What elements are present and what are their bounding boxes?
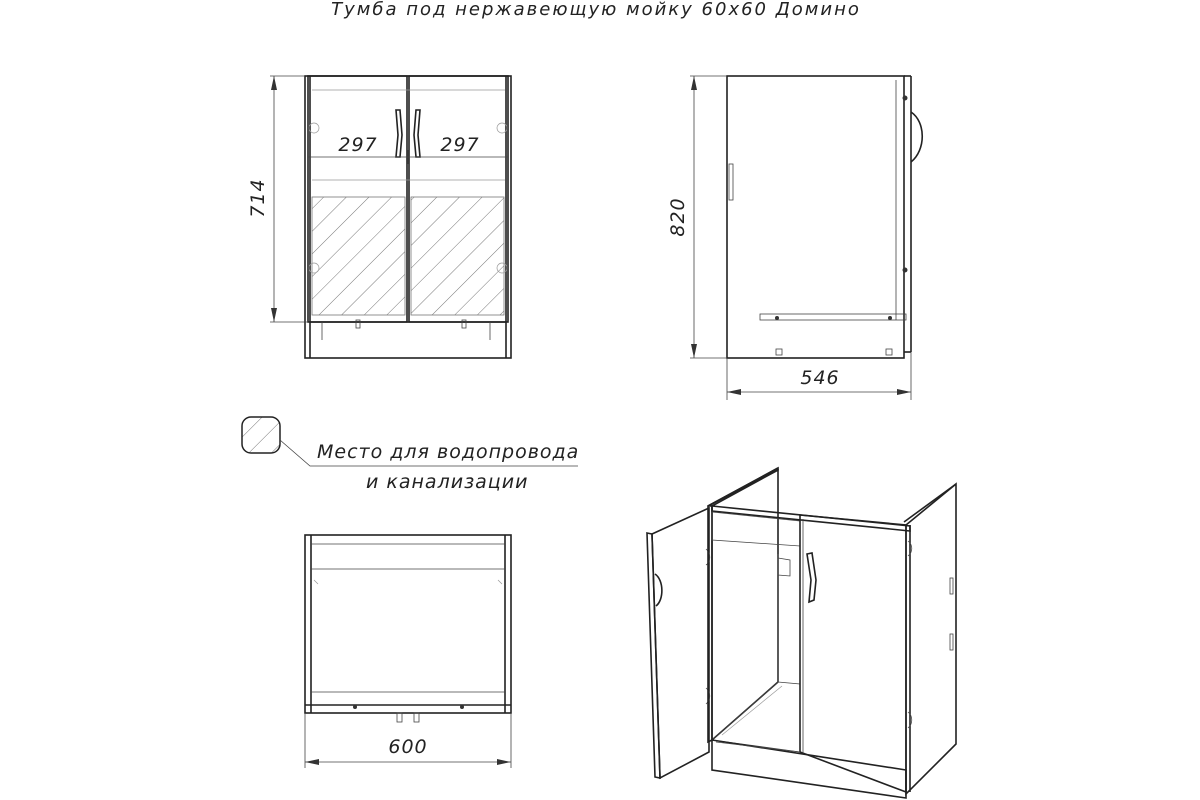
isometric-view	[646, 466, 957, 799]
dim-width: 600	[388, 736, 427, 758]
iso-handle	[806, 552, 817, 604]
iso-plinth	[711, 739, 907, 799]
front-view: 297 297 714	[247, 75, 512, 359]
dim-door-left: 297	[338, 134, 377, 156]
dim-side-height: 820	[667, 197, 689, 236]
legend-leader-line	[279, 439, 578, 467]
left-handle	[395, 109, 403, 158]
legend: Место для водопровода и канализации	[241, 416, 579, 493]
iso-right-door	[799, 514, 907, 794]
side-panel	[726, 75, 905, 359]
legend-line-1: Место для водопровода	[317, 441, 579, 463]
legend-line-2: и канализации	[366, 471, 528, 493]
top-view: 600	[304, 534, 512, 768]
iso-open-left-door	[651, 506, 710, 780]
iso-right-side	[905, 482, 957, 796]
legend-hatch-swatch	[241, 416, 281, 454]
side-handle	[910, 111, 923, 163]
side-view: 820 546	[667, 75, 923, 400]
front-carcass	[304, 75, 512, 359]
drawing-title: Тумба под нержавеющую мойку 60х60 Домино	[331, 0, 861, 20]
plumbing-zone-left	[311, 196, 406, 316]
plumbing-zone-right	[410, 196, 505, 316]
top-carcass	[304, 534, 512, 714]
right-handle	[413, 109, 421, 158]
dim-depth: 546	[800, 367, 839, 389]
dim-door-right: 297	[440, 134, 479, 156]
dim-front-height: 714	[247, 178, 269, 217]
